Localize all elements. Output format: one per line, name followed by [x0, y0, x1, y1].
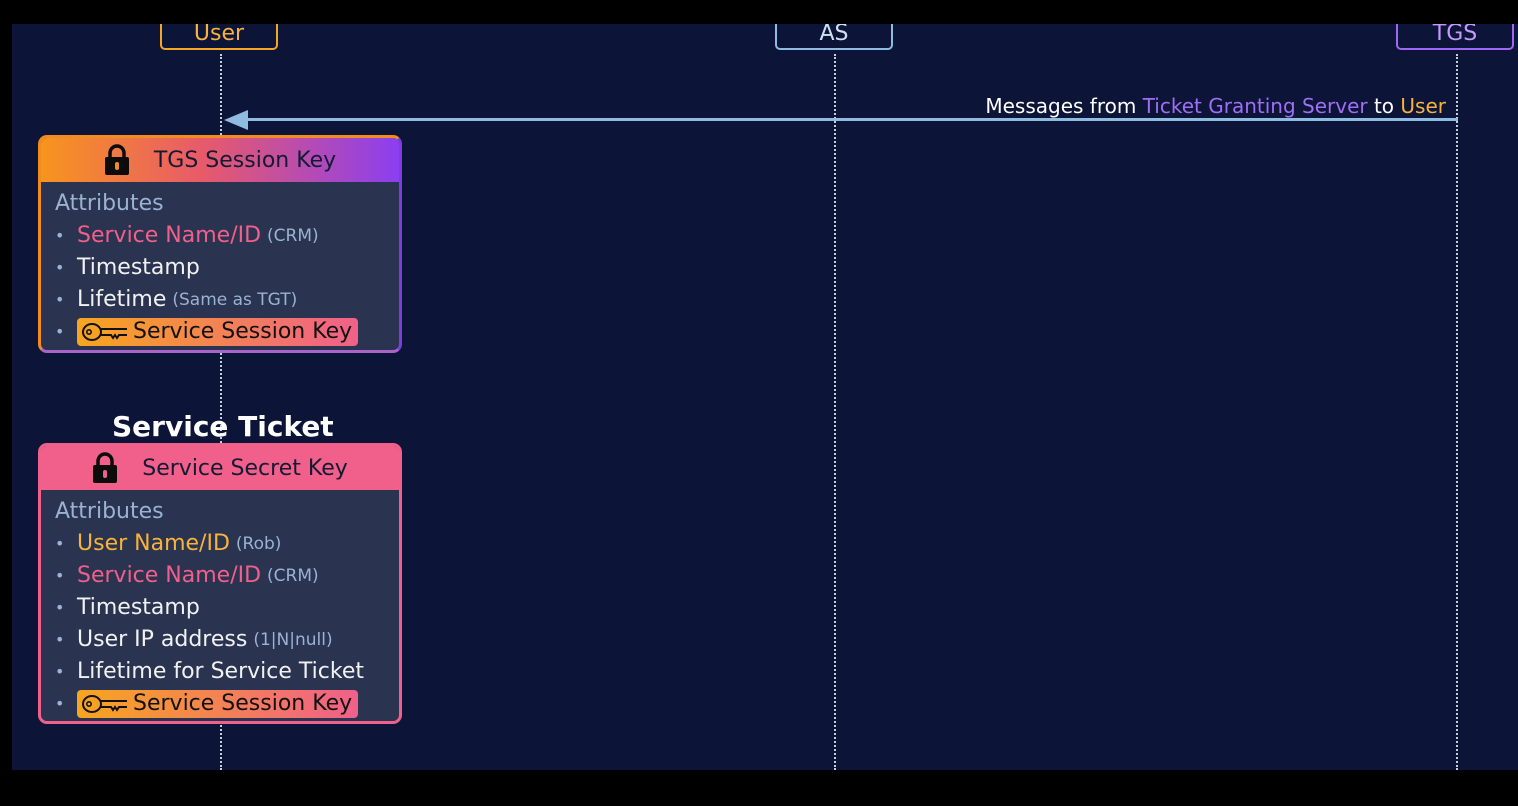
list-item: •User IP address(1|N|null) [55, 624, 399, 656]
card-title: TGS Session Key [153, 147, 337, 173]
message-middle: to [1373, 94, 1395, 118]
message-label: Messages from Ticket Granting Server to … [985, 94, 1446, 118]
actor-user: User [160, 24, 278, 50]
attr-timestamp: Timestamp [77, 595, 200, 620]
card-header: Service Secret Key [41, 446, 399, 490]
list-item: • Service Session Key [55, 316, 399, 348]
attr-note: (Same as TGT) [172, 290, 298, 310]
message-arrow-head [224, 110, 248, 130]
list-item: •Lifetime(Same as TGT) [55, 284, 399, 316]
list-item: •Timestamp [55, 252, 399, 284]
list-item: •User Name/ID(Rob) [55, 528, 399, 560]
lock-icon [104, 144, 129, 175]
service-session-key-label: Service Session Key [133, 319, 353, 344]
card-title: Service Secret Key [142, 455, 348, 481]
attr-note: (CRM) [267, 566, 319, 586]
service-session-key-badge: Service Session Key [77, 318, 359, 346]
actor-as-label: AS [819, 24, 849, 46]
message-sender: Ticket Granting Server [1142, 94, 1368, 118]
attr-service-name: Service Name/ID [77, 563, 262, 588]
lifeline-as [834, 54, 836, 770]
list-item: •Timestamp [55, 592, 399, 624]
card-header: TGS Session Key [41, 138, 399, 182]
key-icon [82, 695, 127, 713]
list-item: •Lifetime for Service Ticket [55, 656, 399, 688]
actor-tgs: TGS [1396, 24, 1514, 50]
key-icon [82, 323, 127, 341]
attributes-label: Attributes [55, 499, 164, 524]
service-ticket-heading: Service Ticket [112, 410, 334, 443]
attr-lifetime: Lifetime [77, 287, 167, 312]
attr-user-name: User Name/ID [77, 531, 230, 556]
attr-note: (1|N|null) [253, 630, 333, 650]
lifeline-tgs [1456, 54, 1458, 770]
message-receiver: User [1400, 94, 1446, 118]
service-session-key-badge: Service Session Key [77, 690, 359, 718]
tgs-session-key-card: TGS Session Key Attributes •Service Name… [38, 135, 402, 353]
attr-lifetime: Lifetime for Service Ticket [77, 659, 364, 684]
service-session-key-label: Service Session Key [133, 691, 353, 716]
message-prefix: Messages from [985, 94, 1137, 118]
attr-user-ip: User IP address [77, 627, 248, 652]
actor-user-label: User [193, 24, 245, 46]
attr-note: (CRM) [267, 226, 319, 246]
message-arrow-line [238, 118, 1458, 121]
list-item: •Service Name/ID(CRM) [55, 560, 399, 592]
lifeline-user [220, 54, 222, 770]
lock-icon [93, 452, 118, 483]
attr-note: (Rob) [235, 534, 282, 554]
list-item: •Service Name/ID(CRM) [55, 220, 399, 252]
actor-as: AS [775, 24, 893, 50]
attr-timestamp: Timestamp [77, 255, 200, 280]
attributes-label: Attributes [55, 191, 164, 216]
attr-service-name: Service Name/ID [77, 223, 262, 248]
service-ticket-card: Service Secret Key Attributes •User Name… [38, 443, 402, 724]
list-item: • Service Session Key [55, 688, 399, 720]
actor-tgs-label: TGS [1432, 24, 1478, 46]
diagram-canvas: User AS TGS Messages from Ticket Grantin… [12, 24, 1518, 770]
